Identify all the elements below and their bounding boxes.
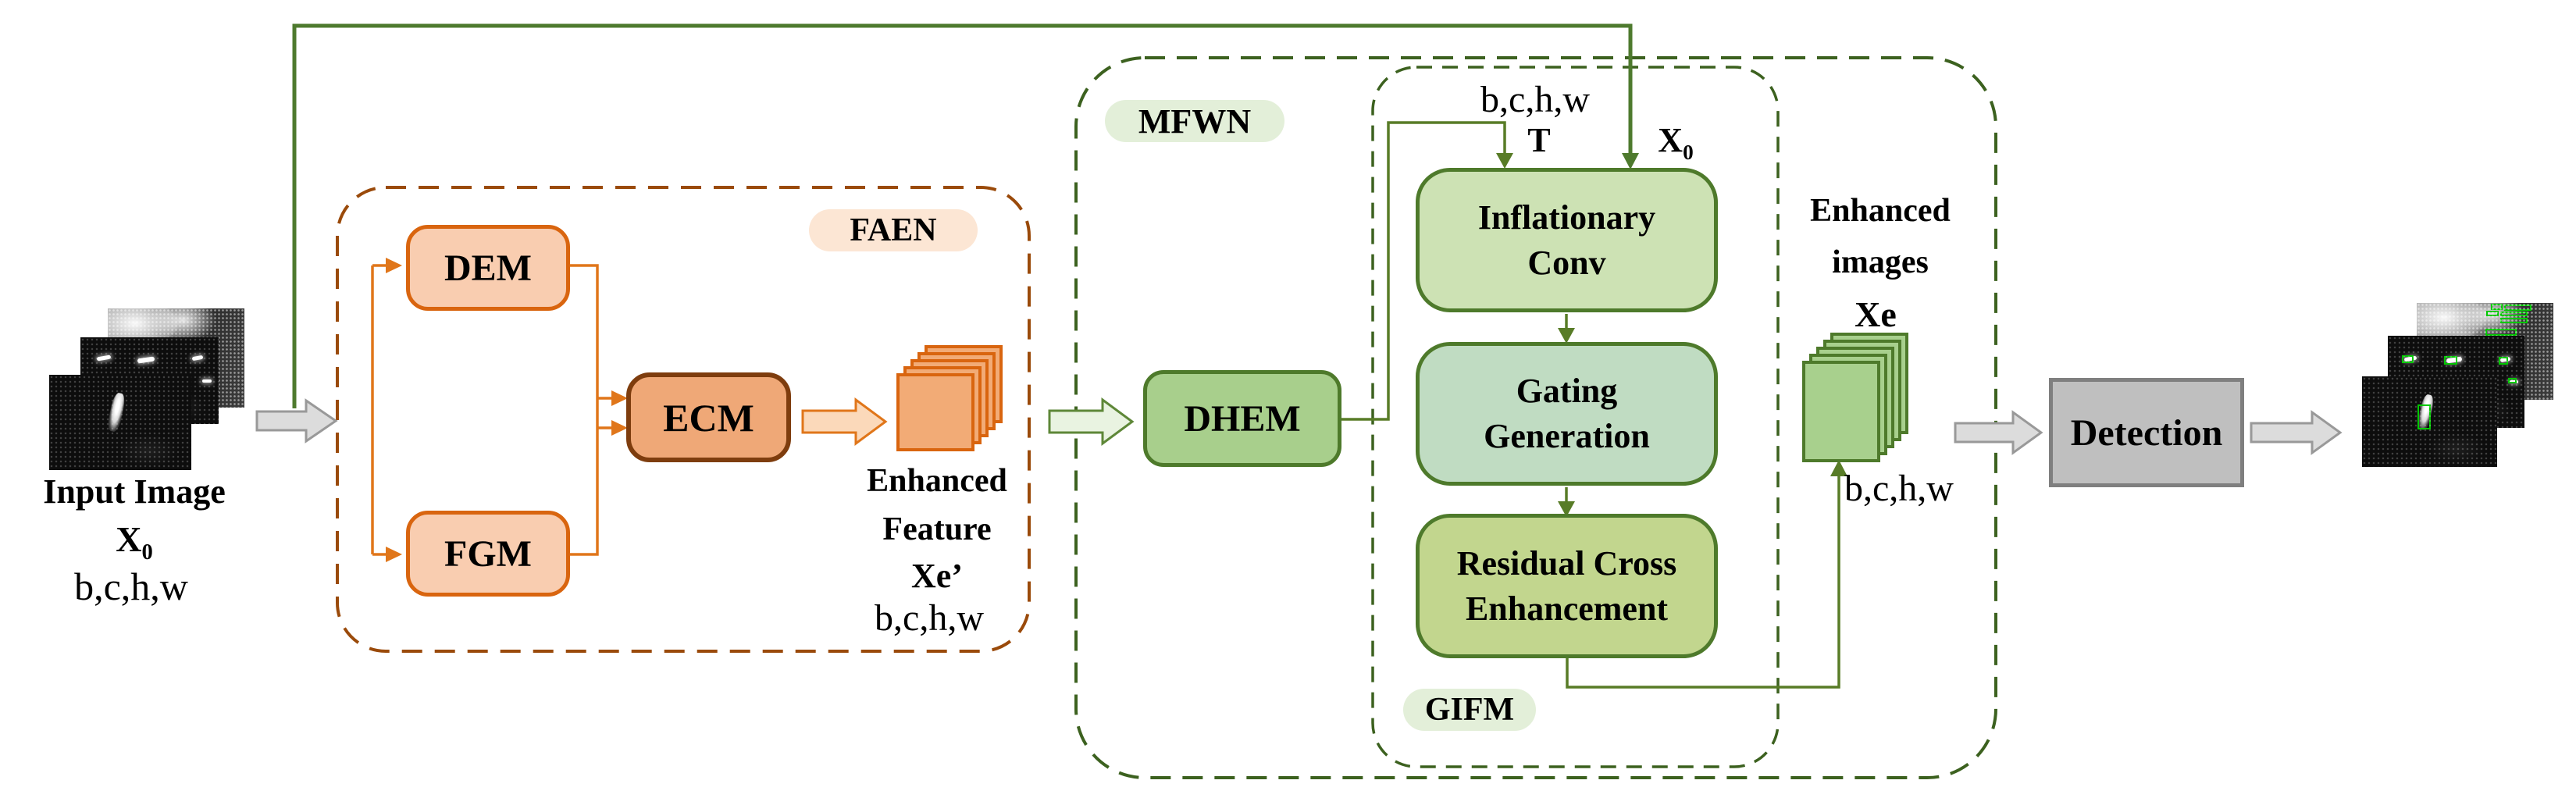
- input-symbol: X0: [116, 518, 153, 565]
- ecm-block: ECM: [626, 372, 791, 462]
- rce-output-arrowhead: [1830, 460, 1847, 476]
- gifm-tag: GIFM: [1403, 689, 1536, 731]
- faen-tag: FAEN: [809, 209, 978, 251]
- detection-box: [2499, 317, 2528, 324]
- input-dims: b,c,h,w: [74, 565, 188, 608]
- x0-feedback-line: [292, 23, 1633, 408]
- enhanced-images-dims: b,c,h,w: [1844, 468, 1954, 509]
- ship-streak: [2499, 357, 2510, 363]
- gifm-boundary: [1371, 66, 1780, 768]
- feature-symbol: Xe’: [911, 557, 963, 595]
- mfwn-tag: MFWN: [1105, 100, 1284, 142]
- x0-label-x: X: [1658, 121, 1683, 159]
- detection-box: [2485, 329, 2517, 337]
- detection-box: [2443, 355, 2458, 365]
- faen-to-dhem-arrow: [1048, 397, 1135, 446]
- gating-generation-block: Gating Generation: [1416, 342, 1718, 486]
- fgm-block: FGM: [406, 511, 570, 597]
- gifm-tag-label: GIFM: [1424, 692, 1515, 728]
- residual-cross-enhancement-block: Residual Cross Enhancement: [1416, 514, 1718, 658]
- ship-blob: [2416, 394, 2435, 432]
- feature-map-layer: [896, 373, 974, 451]
- ecm-in-arrowhead-bottom: [611, 420, 628, 436]
- ship-streak: [201, 379, 212, 383]
- gg-to-rce-arrowhead: [1558, 501, 1575, 517]
- input-symbol-sub: 0: [141, 540, 153, 565]
- enhanced-images-line1: Enhanced: [1810, 193, 1951, 229]
- detection-box: [2504, 305, 2531, 311]
- ship-blob: [106, 392, 127, 433]
- ship-streak: [2509, 379, 2518, 383]
- inflationary-conv-block: Inflationary Conv: [1416, 168, 1718, 312]
- t-label: T: [1527, 121, 1551, 159]
- residual-cross-line2: Enhancement: [1465, 589, 1669, 628]
- fgm-label: FGM: [444, 533, 532, 575]
- rce-output-line: [1566, 473, 1840, 689]
- output-image-front: [2362, 376, 2497, 467]
- ship-streak: [137, 356, 155, 364]
- detection-box: [2401, 354, 2414, 364]
- enhanced-images-line2: images: [1832, 244, 1929, 280]
- detection-box: [2486, 310, 2499, 317]
- faen-tag-label: FAEN: [850, 212, 937, 248]
- gifm-top-dims: b,c,h,w: [1480, 79, 1590, 120]
- gating-generation-line2: Generation: [1484, 417, 1650, 455]
- detection-box: [2417, 404, 2432, 430]
- ecm-label: ECM: [663, 395, 754, 440]
- ship-streak: [192, 355, 204, 362]
- ship-streak: [2446, 356, 2463, 364]
- detection-box: [2499, 312, 2528, 317]
- detection-output-arrow: [2250, 410, 2343, 455]
- x0-arrowhead: [1622, 153, 1639, 169]
- fgm-in-arrowhead: [386, 547, 402, 562]
- residual-cross-line1: Residual Cross: [1456, 543, 1677, 582]
- dem-label: DEM: [444, 247, 532, 289]
- x0-label-sub: 0: [1683, 140, 1694, 164]
- ecm-output-arrow: [801, 397, 888, 446]
- xe-to-detection-arrow: [1954, 410, 2043, 455]
- ship-streak: [96, 354, 112, 362]
- ecm-in-arrowhead-top: [611, 390, 628, 406]
- dhem-label: DHEM: [1184, 397, 1301, 440]
- input-image-front: [49, 375, 191, 470]
- dem-block: DEM: [406, 225, 570, 311]
- detection-box: [2498, 357, 2508, 365]
- dem-fgm-merge-line: [570, 264, 599, 556]
- input-caption: Input Image: [43, 472, 226, 511]
- detection-label: Detection: [2070, 411, 2223, 454]
- input-arrow: [255, 398, 338, 444]
- feature-caption-line2: Feature: [882, 511, 992, 547]
- feature-dims: b,c,h,w: [875, 597, 984, 639]
- input-symbol-x: X: [116, 519, 142, 559]
- t-path-line: [1341, 121, 1506, 421]
- ship-streak: [2403, 355, 2417, 362]
- x0-label: X0: [1658, 120, 1693, 165]
- inflationary-conv-line1: Inflationary: [1477, 198, 1656, 237]
- enhanced-images-symbol: Xe: [1855, 294, 1897, 334]
- enhanced-image-layer: [1802, 361, 1880, 462]
- gating-generation-line1: Gating: [1516, 372, 1618, 410]
- faen-boundary: [336, 186, 1031, 653]
- feature-caption-line1: Enhanced: [867, 463, 1007, 499]
- detection-box: [2490, 304, 2503, 310]
- ic-to-gg-arrowhead: [1558, 328, 1575, 344]
- mfwn-tag-label: MFWN: [1138, 102, 1252, 141]
- detection-box: [2508, 378, 2517, 384]
- inflationary-conv-line2: Conv: [1527, 243, 1606, 282]
- dhem-block: DHEM: [1143, 370, 1341, 467]
- t-arrowhead: [1496, 153, 1513, 169]
- dem-in-arrowhead: [386, 258, 402, 273]
- detection-block: Detection: [2049, 378, 2244, 487]
